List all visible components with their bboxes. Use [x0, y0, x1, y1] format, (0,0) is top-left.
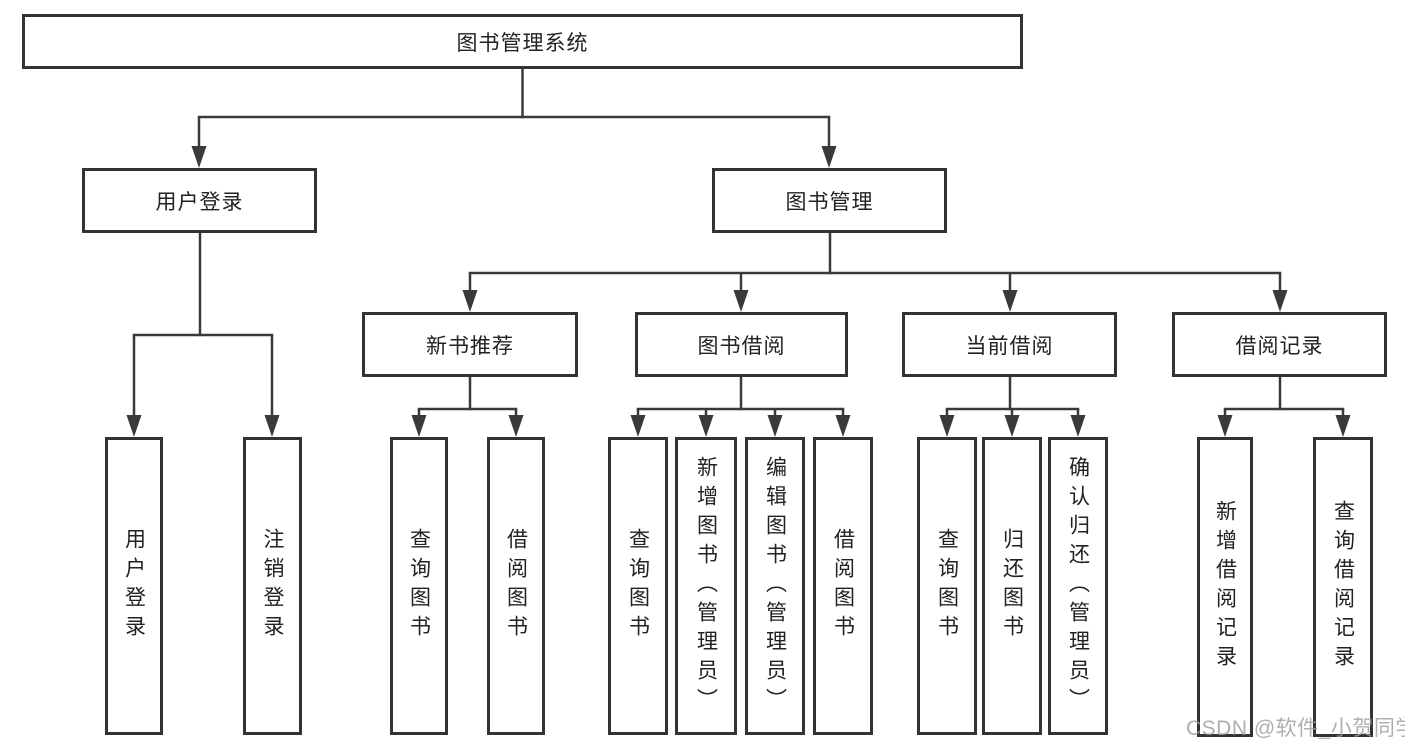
arrowhead-icon	[126, 415, 142, 437]
leaf-label: 借阅图书	[831, 528, 855, 644]
arrowhead-icon	[698, 415, 714, 437]
arrowhead-icon	[1004, 415, 1020, 437]
node-leaf-logout: 注销登录	[243, 437, 302, 735]
csdn-watermark: CSDN @软件_小贺同学	[1186, 717, 1405, 740]
node-leaf-confirm-return-admin: 确认归还（管理员）	[1048, 437, 1108, 735]
arrowhead-icon	[1002, 290, 1018, 312]
leaf-label: 查询图书	[935, 528, 959, 644]
node-book-borrow: 图书借阅	[635, 312, 848, 377]
leaf-label: 归还图书	[1000, 528, 1024, 644]
node-book-management: 图书管理	[712, 168, 947, 233]
node-leaf-edit-book-admin: 编辑图书（管理员）	[745, 437, 805, 735]
leaf-label: 借阅图书	[504, 528, 528, 644]
node-leaf-query-borrow-record: 查询借阅记录	[1313, 437, 1373, 737]
arrowhead-icon	[411, 415, 427, 437]
node-leaf-query-book-3: 查询图书	[917, 437, 977, 735]
arrowhead-icon	[939, 415, 955, 437]
node-root-system: 图书管理系统	[22, 14, 1023, 69]
node-user-login: 用户登录	[82, 168, 317, 233]
arrowhead-icon	[191, 146, 207, 168]
arrowhead-icon	[1272, 290, 1288, 312]
leaf-label: 注销登录	[261, 528, 284, 644]
arrowhead-icon	[1070, 415, 1086, 437]
arrowhead-icon	[462, 290, 478, 312]
arrowhead-icon	[835, 415, 851, 437]
arrowhead-icon	[1217, 415, 1233, 437]
arrowhead-icon	[733, 290, 749, 312]
node-leaf-user-login: 用户登录	[105, 437, 163, 735]
arrowhead-icon	[821, 146, 837, 168]
node-borrow-record: 借阅记录	[1172, 312, 1387, 377]
leaf-label: 查询图书	[626, 528, 650, 644]
leaf-label: 查询借阅记录	[1331, 500, 1355, 674]
node-leaf-query-book-1: 查询图书	[390, 437, 448, 735]
leaf-label: 编辑图书（管理员）	[763, 455, 787, 717]
leaf-label: 新增图书（管理员）	[694, 455, 718, 717]
leaf-label: 查询图书	[407, 528, 431, 644]
node-current-borrow: 当前借阅	[902, 312, 1117, 377]
leaf-label: 用户登录	[122, 528, 146, 644]
node-new-book-recommend: 新书推荐	[362, 312, 578, 377]
arrowheads	[126, 146, 1351, 437]
arrowhead-icon	[508, 415, 524, 437]
node-leaf-borrow-book-2: 借阅图书	[813, 437, 873, 735]
leaf-label: 新增借阅记录	[1213, 500, 1237, 674]
arrowhead-icon	[767, 415, 783, 437]
arrowhead-icon	[630, 415, 646, 437]
node-leaf-borrow-book-1: 借阅图书	[487, 437, 545, 735]
arrowhead-icon	[264, 415, 280, 437]
node-leaf-query-book-2: 查询图书	[608, 437, 668, 735]
leaf-label: 确认归还（管理员）	[1066, 455, 1090, 717]
node-leaf-add-book-admin: 新增图书（管理员）	[675, 437, 737, 735]
node-leaf-add-borrow-record: 新增借阅记录	[1197, 437, 1253, 737]
node-leaf-return-book: 归还图书	[982, 437, 1042, 735]
arrowhead-icon	[1335, 415, 1351, 437]
